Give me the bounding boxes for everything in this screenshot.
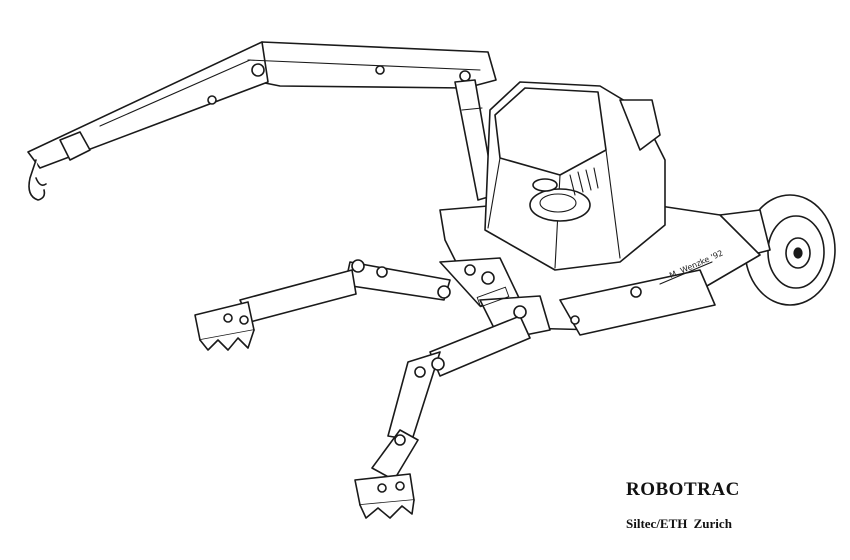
boom-pin bbox=[376, 66, 384, 74]
right-leg-upper bbox=[430, 316, 530, 376]
boom-pivot bbox=[252, 64, 264, 76]
rear-axle-cap bbox=[794, 248, 802, 258]
cab-rear-cover bbox=[620, 100, 660, 150]
signature-mark bbox=[660, 262, 712, 284]
boom-extension-sleeve bbox=[60, 132, 90, 160]
drawing-title: ROBOTRAC bbox=[626, 479, 740, 500]
boom-pin-2 bbox=[208, 96, 216, 104]
hook-inner bbox=[36, 178, 46, 185]
steering-wheel bbox=[533, 179, 557, 191]
front-left-leg bbox=[195, 258, 520, 350]
cab bbox=[485, 82, 665, 270]
crane-boom bbox=[28, 42, 496, 200]
left-leg-lower bbox=[240, 270, 356, 322]
boom-joint bbox=[460, 71, 470, 81]
front-right-leg bbox=[355, 287, 550, 518]
drawing-subtitle: Siltec/ETH Zurich bbox=[626, 516, 732, 531]
